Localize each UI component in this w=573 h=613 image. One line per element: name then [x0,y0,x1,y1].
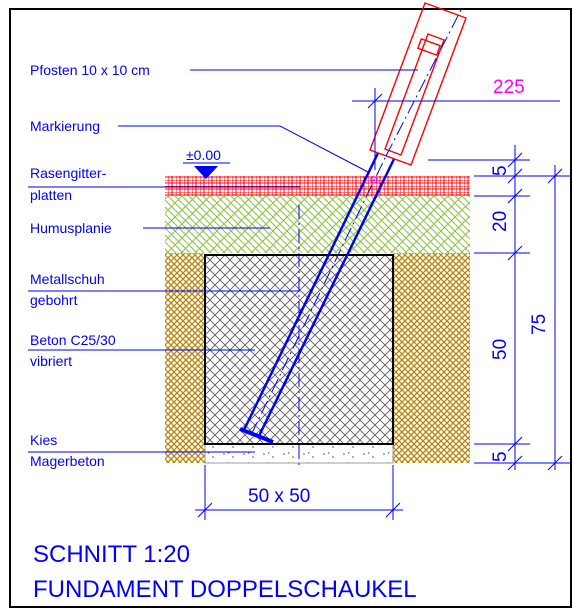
label-post: Pfosten 10 x 10 cm [30,62,150,78]
label-lean-concrete: Magerbeton [30,453,105,469]
label-humus: Humusplanie [30,220,112,236]
label-metal-shoe-1: Metallschuh [30,271,105,287]
post-axis [385,7,463,157]
level-triangle [194,166,218,179]
humus-layer [165,196,470,253]
drawing-title-line1: SCHNITT 1:20 [33,541,190,568]
dim-50-vertical: 50 [490,339,511,360]
metal-shoe [239,152,396,444]
dim-width: 50 x 50 [248,486,310,507]
label-concrete-1: Beton C25/30 [30,332,116,348]
label-gravel: Kies [30,432,57,448]
dim-5-bottom: 5 [490,451,511,462]
marking-point [370,176,378,184]
label-grass-grid-2: platten [30,187,72,203]
label-metal-shoe-2: gebohrt [30,292,78,308]
dim-75: 75 [529,314,550,335]
label-concrete-2: vibriert [30,353,72,369]
drawing-frame [9,8,572,608]
width-dimension [195,465,403,520]
label-grass-grid-1: Rasengitter- [30,165,107,181]
label-marking: Markierung [30,118,100,134]
level-label: ±0.00 [186,147,221,163]
drawing-title-line2: FUNDAMENT DOPPELSCHAUKEL [33,576,417,603]
gravel-layer-right [393,253,470,463]
angle-dimension [352,88,560,170]
leader-lines [28,69,418,453]
angle-dimension-value: 225 [493,77,525,98]
gravel-layer-left [165,253,205,463]
dim-5-top: 5 [490,165,511,176]
wooden-post [369,2,467,166]
dim-20: 20 [490,211,511,232]
grass-grid-layer [165,176,470,196]
vertical-dimension-chain [428,145,570,471]
